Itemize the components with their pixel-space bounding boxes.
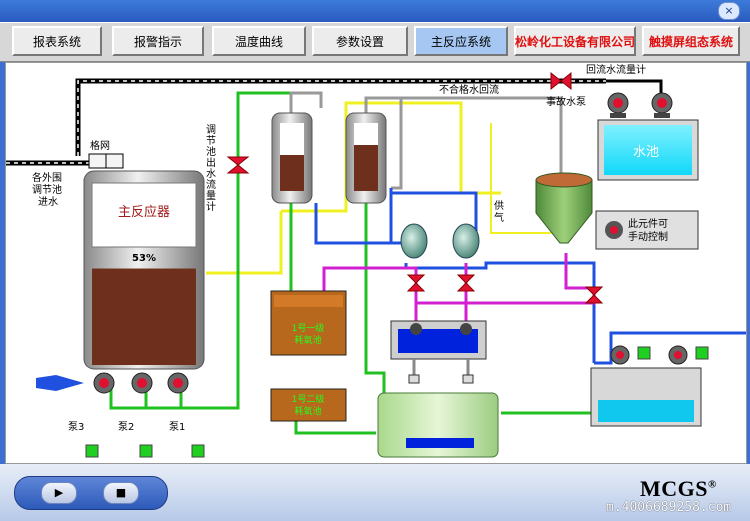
grid-net-label: 格网	[90, 139, 110, 152]
stop-button[interactable]: ■	[103, 482, 139, 504]
reactor-level-readout: 53%	[132, 253, 156, 264]
title-bar: ×	[0, 0, 750, 22]
reflux-flowmeter-label: 回流水流量计	[586, 63, 646, 76]
pump3-indicator[interactable]	[85, 444, 99, 458]
svg-text:调: 调	[206, 124, 216, 136]
inlet-label-line1: 各外围	[32, 171, 62, 184]
valve-right[interactable]	[584, 286, 604, 304]
clear-water-tank	[377, 392, 499, 458]
reactor-title: 主反应器	[118, 204, 170, 220]
mcgs-logo: MCGS®	[640, 476, 717, 501]
dosing-unit	[390, 320, 487, 384]
tank1-label-2: 耗氧池	[294, 334, 321, 346]
pipe-green-clarifier2	[364, 203, 386, 393]
valve-emergency[interactable]	[550, 71, 572, 91]
aerobic-tank-1	[270, 290, 347, 356]
tab-alarm-indicator[interactable]: 报警指示	[112, 26, 204, 56]
pipe-yellow-gas-2	[490, 123, 551, 234]
outlet-flowmeter-label: 调 节 池 出 水 流 量 计	[206, 124, 216, 213]
clarifier-1	[271, 112, 313, 204]
tank2-label-2: 耗氧池	[294, 405, 321, 417]
pump1-indicator[interactable]	[191, 444, 205, 458]
pipe-grey-1	[289, 91, 323, 115]
manual-control-panel[interactable]	[595, 210, 699, 250]
tab-company-name[interactable]: 松岭化工设备有限公司	[514, 26, 636, 56]
pump1-icon[interactable]	[167, 372, 189, 394]
svg-text:池: 池	[206, 145, 216, 158]
svg-text:水: 水	[206, 168, 216, 180]
manual-control-label-1: 此元件可	[628, 217, 668, 230]
close-button[interactable]: ×	[718, 2, 740, 20]
svg-text:节: 节	[206, 135, 216, 147]
right-pump-right-icon[interactable]	[668, 345, 688, 365]
blower-right-icon[interactable]	[452, 223, 480, 259]
pump1-label: 泵1	[169, 421, 185, 433]
watermark-text: m.4006689258.com	[606, 500, 732, 515]
pump3-label: 泵3	[68, 421, 84, 433]
settling-funnel	[535, 172, 593, 244]
inlet-label-line2: 调节池	[32, 183, 62, 196]
valve-outlet[interactable]	[226, 156, 250, 174]
pump2-label: 泵2	[118, 421, 134, 433]
unqualified-return-label: 不合格水回流	[439, 83, 499, 96]
main-reactor	[83, 170, 205, 370]
aerobic-tank-2	[270, 388, 347, 422]
water-pool-label: 水池	[633, 145, 659, 160]
right-pump-left-indicator[interactable]	[637, 346, 651, 360]
process-diagram: 主反应器 53% 格网 各外围 调节池 进水 调 节 池 出 水 流 量 计	[5, 62, 747, 464]
pipe-magenta-3	[416, 253, 596, 305]
play-button[interactable]: ▶	[41, 482, 77, 504]
right-pump-right-indicator[interactable]	[695, 346, 709, 360]
tab-report-system[interactable]: 报表系统	[12, 26, 102, 56]
right-pump-left-icon[interactable]	[610, 345, 630, 365]
inlet-label-line3: 进水	[38, 196, 58, 208]
pipe-blue-5	[594, 331, 746, 365]
tab-touchscreen-system[interactable]: 触摸屏组态系统	[642, 26, 740, 56]
svg-text:量: 量	[206, 190, 216, 202]
gas-supply-label-2: 气	[494, 211, 504, 224]
tab-main-reaction-system[interactable]: 主反应系统	[414, 26, 508, 56]
playback-controls: ▶ ■	[14, 476, 168, 510]
pipe-yellow-reactor	[206, 211, 283, 275]
grid-net	[88, 153, 124, 169]
emergency-pump-label: 事故水泵	[546, 95, 586, 108]
right-water-tank	[590, 367, 702, 427]
tank2-label-1: 1号二级	[292, 393, 325, 405]
clarifier-2	[345, 112, 387, 204]
pipe-grey-return	[401, 96, 563, 175]
manual-control-label-2: 手动控制	[628, 230, 668, 243]
emergency-pump-left-icon[interactable]	[607, 92, 629, 118]
pump2-icon[interactable]	[131, 372, 153, 394]
pipe-blue-1	[314, 203, 406, 245]
svg-text:计: 计	[206, 200, 216, 213]
footer-bar: ▶ ■ MCGS® m.4006689258.com	[0, 464, 750, 521]
nav-bar: 报表系统 报警指示 温度曲线 参数设置 主反应系统 松岭化工设备有限公司 触摸屏…	[0, 22, 750, 62]
gas-supply-label-1: 供	[494, 199, 504, 212]
pump3-icon[interactable]	[93, 372, 115, 394]
svg-text:流: 流	[206, 178, 216, 191]
inlet-arrow-icon	[36, 375, 84, 391]
reactor-sludge-level	[92, 268, 196, 365]
blower-left-icon[interactable]	[400, 223, 428, 259]
emergency-pump-right-icon[interactable]	[651, 92, 673, 118]
valve-magenta-right[interactable]	[456, 274, 476, 292]
pump2-indicator[interactable]	[139, 444, 153, 458]
tab-temperature-curve[interactable]: 温度曲线	[212, 26, 306, 56]
tab-parameter-settings[interactable]: 参数设置	[312, 26, 408, 56]
svg-text:出: 出	[206, 156, 216, 169]
water-pool	[597, 119, 699, 181]
pipe-blue-3	[391, 191, 478, 238]
inlet-pipe-top	[75, 78, 663, 156]
tank1-label-1: 1号一级	[292, 322, 325, 334]
valve-magenta-left[interactable]	[406, 274, 426, 292]
